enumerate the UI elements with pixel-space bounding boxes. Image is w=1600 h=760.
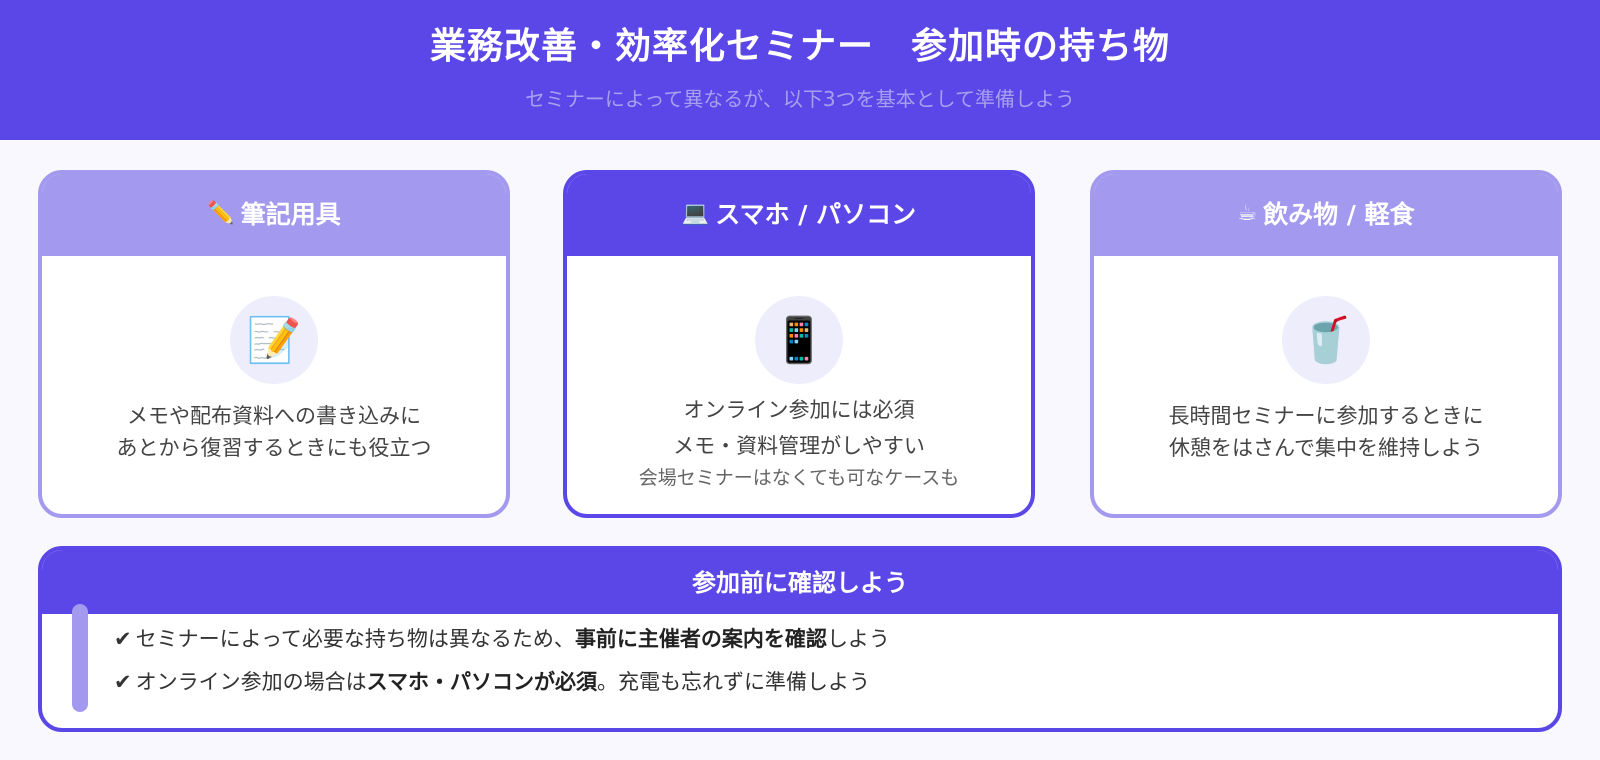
desc-line: 長時間セミナーに参加するときに: [1168, 404, 1484, 428]
confirm-panel: 参加前に確認しよう ✔セミナーによって必要な持ち物は異なるため、事前に主催者の案…: [38, 546, 1562, 732]
card-note: 会場セミナーはなくても可なケースも: [638, 467, 960, 489]
desc-line: 休憩をはさんで集中を維持しよう: [1169, 436, 1483, 460]
page-header: 業務改善・効率化セミナー 参加時の持ち物 セミナーによって異なるが、以下3つを基…: [0, 0, 1600, 140]
pencil-icon: ✏️: [207, 200, 235, 226]
desc-line: あとから復習するときにも役立つ: [116, 436, 432, 460]
confirm-list: ✔セミナーによって必要な持ち物は異なるため、事前に主催者の案内を確認しよう ✔オ…: [114, 624, 890, 710]
laptop-icon: 💻: [681, 200, 710, 226]
confirm-title: 参加前に確認しよう: [42, 550, 1558, 614]
card-title: 筆記用具: [240, 200, 341, 229]
card-header: ☕ 飲み物 / 軽食: [1094, 174, 1558, 256]
card-writing-tools: ✏️ 筆記用具 📝 メモや配布資料への書き込みに あとから復習するときにも役立つ: [38, 170, 510, 518]
desc-line: メモや配布資料への書き込みに: [127, 404, 421, 428]
card-drinks-snacks: ☕ 飲み物 / 軽食 🥤 長時間セミナーに参加するときに 休憩をはさんで集中を維…: [1090, 170, 1562, 518]
item-text: しよう: [826, 627, 890, 651]
item-text: 。充電も忘れずに準備しよう: [596, 670, 870, 694]
card-title: スマホ / パソコン: [715, 200, 917, 229]
page-title: 業務改善・効率化セミナー 参加時の持ち物: [429, 26, 1170, 67]
card-header: 💻 スマホ / パソコン: [567, 174, 1031, 256]
card-description: オンライン参加には必須 メモ・資料管理がしやすい: [567, 392, 1031, 464]
check-icon: ✔: [114, 627, 132, 651]
accent-bar: [72, 604, 88, 712]
coffee-icon: ☕: [1237, 200, 1258, 226]
page-subtitle: セミナーによって異なるが、以下3つを基本として準備しよう: [524, 87, 1076, 111]
check-icon: ✔: [114, 670, 132, 694]
confirm-item: ✔セミナーによって必要な持ち物は異なるため、事前に主催者の案内を確認しよう: [114, 624, 890, 654]
card-title: 飲み物 / 軽食: [1263, 200, 1415, 229]
memo-icon: 📝: [230, 296, 318, 384]
confirm-item: ✔オンライン参加の場合はスマホ・パソコンが必須。充電も忘れずに準備しよう: [114, 667, 890, 697]
card-description: 長時間セミナーに参加するときに 休憩をはさんで集中を維持しよう: [1094, 400, 1558, 464]
item-emphasis: 事前に主催者の案内を確認: [574, 627, 827, 651]
card-description: メモや配布資料への書き込みに あとから復習するときにも役立つ: [42, 400, 506, 464]
card-header: ✏️ 筆記用具: [42, 174, 506, 256]
desc-line: オンライン参加には必須: [683, 398, 915, 422]
card-smartphone-pc: 💻 スマホ / パソコン 📱 オンライン参加には必須 メモ・資料管理がしやすい …: [563, 170, 1035, 518]
item-text: オンライン参加の場合は: [135, 670, 367, 694]
item-text: セミナーによって必要な持ち物は異なるため、: [135, 627, 575, 651]
item-emphasis: スマホ・パソコンが必須: [366, 670, 597, 694]
drink-cup-icon: 🥤: [1282, 296, 1370, 384]
smartphone-icon: 📱: [755, 296, 843, 384]
desc-line: メモ・資料管理がしやすい: [673, 434, 925, 458]
